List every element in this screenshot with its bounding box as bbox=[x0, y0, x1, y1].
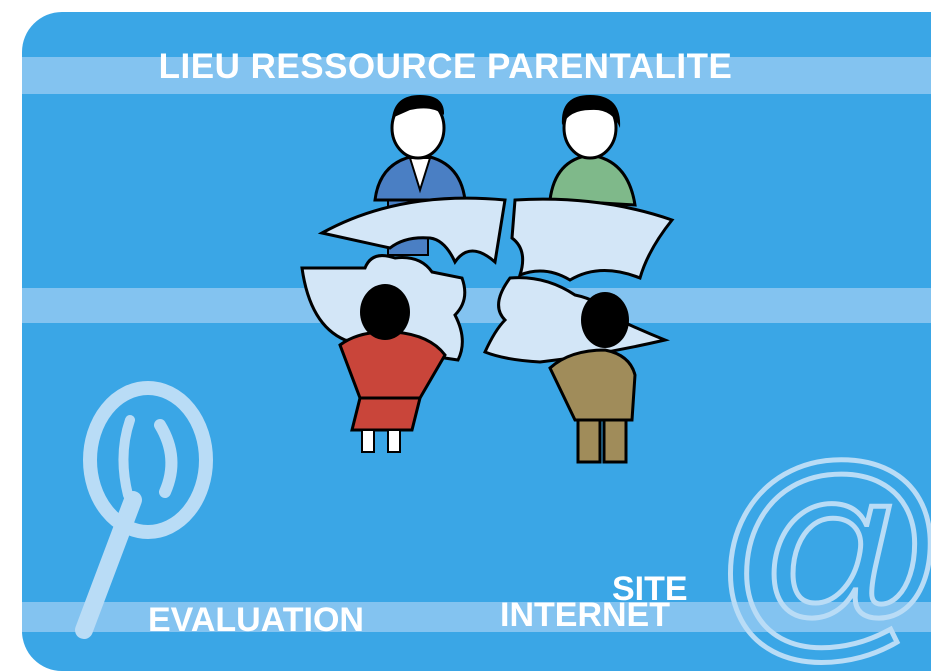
woman-top-right bbox=[548, 95, 637, 207]
site-label: SITE bbox=[612, 570, 688, 608]
bottom-band bbox=[22, 602, 931, 632]
magnifier-icon bbox=[75, 381, 213, 639]
internet-label: INTERNET bbox=[500, 596, 670, 634]
at-sign-icon: @ bbox=[712, 417, 931, 671]
background-panel bbox=[22, 12, 931, 671]
page-title: LIEU RESSOURCE PARENTALITE bbox=[158, 47, 733, 86]
top-band bbox=[22, 57, 931, 94]
woman-bottom-left bbox=[338, 284, 447, 453]
evaluation-label: EVALUATION bbox=[148, 601, 364, 639]
middle-band bbox=[22, 288, 931, 323]
man-bottom-right bbox=[548, 292, 637, 464]
